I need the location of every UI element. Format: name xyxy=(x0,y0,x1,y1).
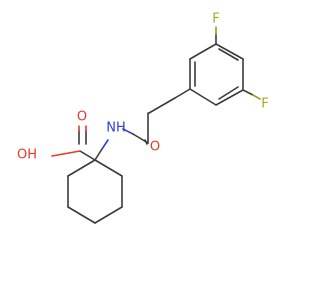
fluorine-label-right: F xyxy=(261,97,268,112)
fluorine-label-top: F xyxy=(212,12,219,27)
carboxylic-acid-group xyxy=(51,125,96,161)
fluorine-substituents xyxy=(215,26,261,100)
molecule-drawing: OH O NH O F F xyxy=(17,12,269,224)
structure-diagram: OH O NH O F F xyxy=(17,12,269,224)
difluorophenyl-ring xyxy=(174,43,244,106)
cyclohexane-ring xyxy=(67,159,123,224)
acid-carbonyl-oxygen-label: O xyxy=(77,110,87,125)
amide-nitrogen-label: NH xyxy=(106,121,126,136)
amide-carbonyl-oxygen-label: O xyxy=(150,140,160,155)
amide-linkage xyxy=(94,97,176,161)
hydroxyl-label: OH xyxy=(17,148,37,163)
